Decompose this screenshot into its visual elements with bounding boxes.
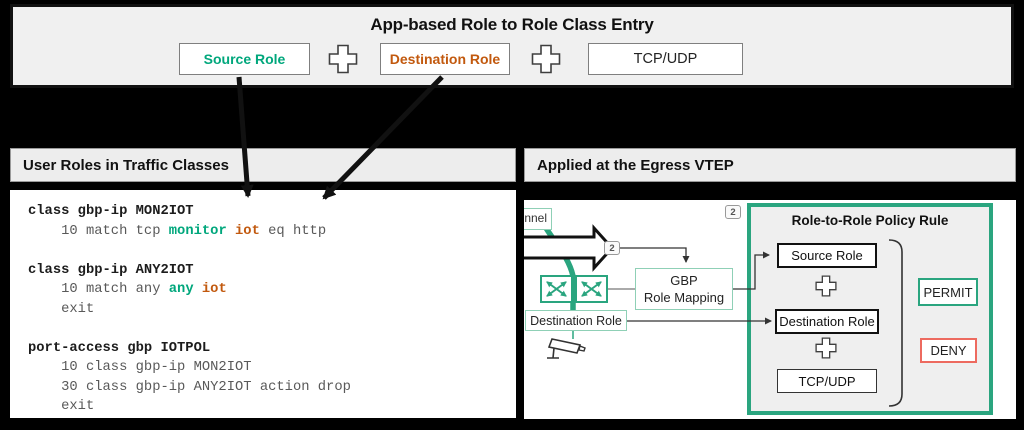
source-role-chip: Source Role	[179, 43, 310, 75]
plus-icon	[815, 275, 837, 297]
policy-source-role-box: Source Role	[777, 243, 877, 268]
code-line: port-access gbp IOTPOL	[28, 340, 211, 356]
left-section-header: User Roles in Traffic Classes	[10, 148, 516, 182]
permit-box: PERMIT	[918, 278, 978, 306]
code-line	[28, 319, 516, 339]
destination-role-source-box: Destination Role	[525, 310, 627, 331]
plus-icon	[328, 44, 358, 74]
corner-step-badge-label: 2	[730, 206, 736, 218]
app-role-banner: App-based Role to Role Class Entry Sourc…	[10, 4, 1014, 88]
packet-flow-arrow	[524, 224, 615, 272]
source-role-label: Source Role	[203, 51, 286, 67]
flow-step-badge: 2	[604, 241, 620, 255]
policy-destination-role-box: Destination Role	[775, 309, 879, 334]
flow-step-badge-label: 2	[609, 242, 615, 254]
gbp-label-line2: Role Mapping	[643, 290, 725, 305]
destination-role-chip: Destination Role	[380, 43, 510, 75]
code-line: class gbp-ip ANY2IOT	[28, 262, 194, 278]
gbp-role-mapping-box: GBP Role Mapping	[635, 268, 733, 310]
right-section-header: Applied at the Egress VTEP	[524, 148, 1016, 182]
tunnel-label: nnel	[524, 211, 547, 225]
code-line: 30 class gbp-ip ANY2IOT action drop	[28, 379, 351, 395]
policy-tcp-udp-box: TCP/UDP	[777, 369, 877, 393]
plus-icon	[531, 44, 561, 74]
tunnel-box: nnel	[524, 208, 552, 230]
right-section-title: Applied at the Egress VTEP	[537, 156, 734, 174]
deny-box: DENY	[920, 338, 977, 363]
policy-rule-title: Role-to-Role Policy Rule	[791, 213, 949, 228]
banner-title: App-based Role to Role Class Entry	[370, 15, 654, 34]
camera-icon	[547, 338, 586, 359]
code-line	[28, 241, 516, 261]
deny-label: DENY	[930, 343, 967, 358]
code-line: class gbp-ip MON2IOT	[28, 204, 194, 219]
gbp-label-line1: GBP	[670, 273, 698, 288]
switch-arrows-icon	[546, 281, 567, 297]
left-section-title: User Roles in Traffic Classes	[23, 156, 229, 174]
tcp-udp-chip: TCP/UDP	[588, 43, 743, 75]
destination-role-label: Destination Role	[389, 51, 501, 67]
permit-label: PERMIT	[923, 284, 973, 300]
switch-icon	[575, 275, 608, 303]
destination-role-source-label: Destination Role	[530, 313, 622, 328]
tcp-udp-label: TCP/UDP	[633, 51, 698, 67]
policy-source-role-label: Source Role	[791, 248, 863, 263]
code-line: 10 match tcp monitor iot eq http	[28, 223, 327, 239]
cli-code: class gbp-ip MON2IOT 10 match tcp monito…	[10, 190, 516, 418]
policy-tcp-udp-label: TCP/UDP	[798, 373, 856, 389]
corner-step-badge: 2	[725, 205, 741, 219]
code-line: 10 class gbp-ip MON2IOT	[28, 360, 252, 375]
grouping-bracket	[888, 239, 903, 407]
switch-arrows-icon	[581, 281, 602, 297]
switch-icon	[540, 275, 573, 303]
code-line: exit	[28, 399, 95, 414]
code-line: 10 match any any iot	[28, 282, 227, 297]
policy-destination-role-label: Destination Role	[779, 314, 875, 329]
badge-gbp-arrow	[620, 247, 690, 263]
plus-icon	[815, 337, 837, 359]
code-line: exit	[28, 301, 95, 317]
policy-rule-panel: Role-to-Role Policy Rule Source Role Des…	[747, 203, 993, 415]
egress-vtep-diagram: Role-to-Role Policy Rule Source Role Des…	[524, 200, 1016, 419]
